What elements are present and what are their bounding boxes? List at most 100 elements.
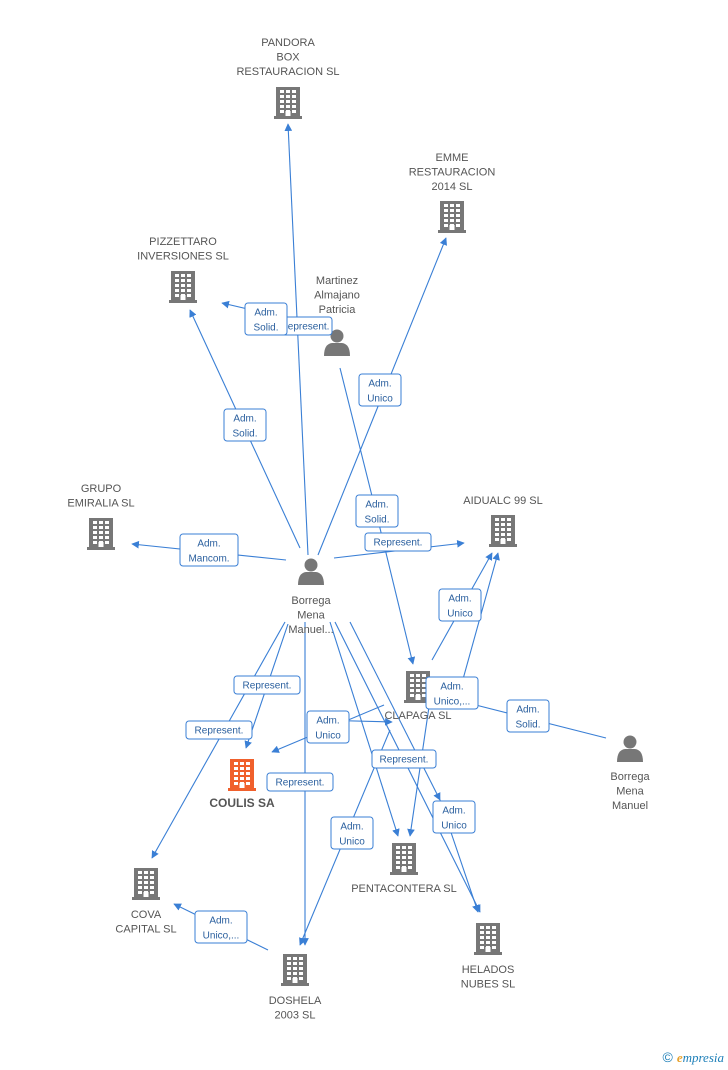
node-label: BOX [276, 52, 300, 64]
building-icon [281, 954, 309, 986]
brand-name: mpresia [682, 1050, 724, 1065]
badge-box [266, 772, 334, 792]
badge-box [438, 588, 482, 622]
node-label: Almajano [314, 290, 360, 302]
badge-label: Represent. [281, 322, 330, 333]
badge-label: Adm. [254, 308, 277, 319]
node-label: AIDUALC 99 SL [463, 495, 542, 507]
node-aidualc[interactable]: AIDUALC 99 SL [463, 495, 543, 547]
relation-badge[interactable]: Adm.Unico [432, 800, 476, 834]
node-label: NUBES SL [461, 979, 515, 991]
node-borrega1[interactable]: BorregaMenaManuel... [288, 558, 334, 637]
relation-badge[interactable]: Adm. Unico,... [425, 676, 479, 710]
badge-label: Solid. [253, 323, 278, 334]
relation-badge[interactable]: Represent. [364, 532, 432, 552]
node-label: 2003 SL [275, 1010, 316, 1022]
relation-edge [459, 552, 500, 691]
badge-box [364, 532, 432, 552]
node-label: COULIS SA [209, 796, 275, 810]
relation-edge [349, 621, 441, 801]
relation-badge[interactable]: Adm.Solid. [223, 408, 267, 442]
badge-label: Adm. [316, 716, 339, 727]
building-icon [228, 759, 256, 791]
building-icon [132, 868, 160, 900]
relation-badge[interactable]: Adm. Unico,... [194, 910, 248, 944]
badge-label: Adm. [442, 806, 465, 817]
node-cova[interactable]: COVA CAPITAL SL [115, 868, 177, 936]
badge-label: Unico,... [434, 697, 471, 708]
node-label: INVERSIONES SL [137, 251, 229, 263]
relation-badge[interactable]: Represent. [266, 772, 334, 792]
badge-box [506, 699, 550, 733]
badge-label: Represent. [195, 726, 244, 737]
node-label: Mena [616, 786, 644, 798]
node-coulis[interactable]: COULIS SA [209, 759, 275, 810]
relation-badge[interactable]: Adm.Solid. [355, 494, 399, 528]
building-icon [274, 87, 302, 119]
relation-badge[interactable]: Adm.Unico [330, 816, 374, 850]
badge-box [233, 675, 301, 695]
badge-label: Solid. [515, 720, 540, 731]
badge-box [358, 373, 402, 407]
badge-box [432, 800, 476, 834]
node-pentacontera[interactable]: PENTACONTERA SL [351, 843, 457, 895]
node-label: Patricia [319, 304, 357, 316]
building-icon [169, 271, 197, 303]
relation-badge[interactable]: Adm. Solid. [244, 302, 288, 336]
person-icon [617, 735, 643, 762]
badge-label: Adm. [448, 594, 471, 605]
node-label: Borrega [291, 595, 331, 607]
relation-edge [329, 621, 400, 837]
badge-label: Unico [315, 731, 341, 742]
person-icon [298, 558, 324, 585]
node-doshela[interactable]: DOSHELA 2003 SL [269, 954, 322, 1022]
relation-badge[interactable]: Adm.Solid. [506, 699, 550, 733]
node-label: CLAPAGA SL [384, 710, 451, 722]
brand-footer[interactable]: ©empresia [662, 1049, 724, 1066]
badge-label: Unico,... [203, 931, 240, 942]
badge-box [306, 710, 350, 744]
badge-box [185, 720, 253, 740]
badge-label: Represent. [380, 755, 429, 766]
relation-badges: Represent.Adm.Solid.Adm.UnicoAdm.Solid.A… [179, 302, 550, 944]
building-icon [474, 923, 502, 955]
badge-label: Unico [367, 394, 393, 405]
relation-edge [151, 621, 286, 859]
person-icon [324, 329, 350, 356]
node-label: CAPITAL SL [115, 924, 176, 936]
relation-badge[interactable]: Adm.Unico [358, 373, 402, 407]
badge-label: Represent. [374, 538, 423, 549]
badge-box [330, 816, 374, 850]
node-label: EMIRALIA SL [67, 498, 134, 510]
node-label: DOSHELA [269, 995, 322, 1007]
copyright-icon: © [662, 1049, 673, 1065]
badge-label: Adm. [440, 682, 463, 693]
relation-badge[interactable]: Represent. [185, 720, 253, 740]
node-label: EMME [436, 152, 469, 164]
node-label: 2014 SL [432, 181, 473, 193]
relation-badge[interactable]: Adm.Mancom. [179, 533, 239, 567]
node-label: COVA [131, 909, 162, 921]
relation-badge[interactable]: Adm.Unico [438, 588, 482, 622]
relation-badge[interactable]: Adm. Unico [306, 710, 350, 744]
badge-label: Represent. [276, 778, 325, 789]
badge-label: Adm. [209, 916, 232, 927]
badge-label: Represent. [243, 681, 292, 692]
building-icon [438, 201, 466, 233]
node-label: RESTAURACION SL [236, 66, 339, 78]
relation-badge[interactable]: Represent. [371, 749, 437, 769]
badge-label: Mancom. [188, 554, 229, 565]
badge-label: Solid. [232, 429, 257, 440]
node-helados[interactable]: HELADOS NUBES SL [461, 923, 515, 991]
node-label: Manuel... [288, 624, 333, 636]
relation-badge[interactable]: Represent. [233, 675, 301, 695]
node-label: HELADOS [462, 964, 515, 976]
